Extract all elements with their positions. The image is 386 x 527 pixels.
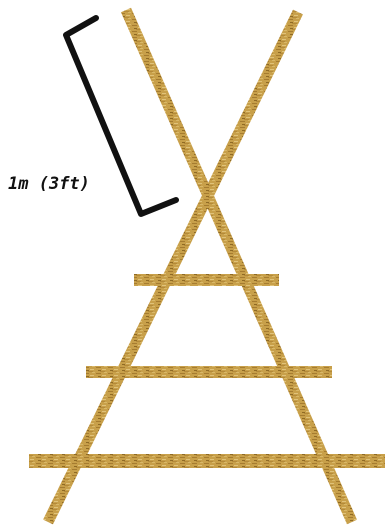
left-pole bbox=[43, 9, 303, 525]
dimension-bracket bbox=[63, 15, 179, 217]
middle-crossbar bbox=[86, 366, 332, 378]
bottom-crossbar bbox=[29, 454, 385, 468]
top-crossbar bbox=[134, 274, 279, 286]
right-pole bbox=[120, 7, 358, 525]
dimension-label: 1m (3ft) bbox=[8, 174, 90, 194]
